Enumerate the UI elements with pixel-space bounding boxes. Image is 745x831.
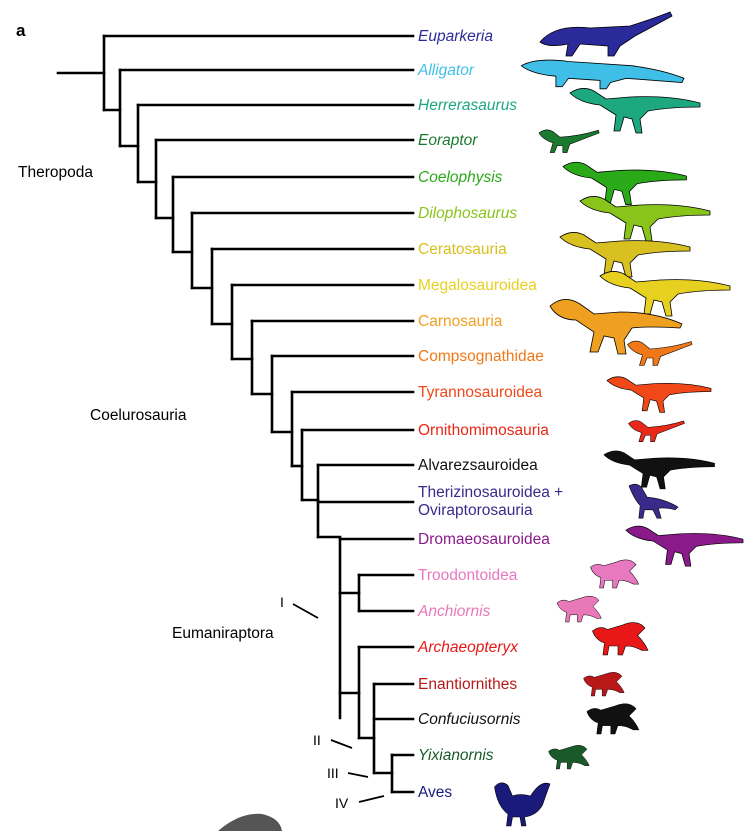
dromaeosauroidea-silhouette <box>626 526 743 566</box>
taxon-label: Herrerasaurus <box>418 97 517 114</box>
taxon-label: Anchiornis <box>417 603 491 620</box>
silhouettes <box>495 12 744 826</box>
yixianornis-silhouette <box>549 745 590 769</box>
eoraptor-silhouette <box>539 130 599 153</box>
node-pointer-i <box>293 604 318 618</box>
taxon-label: Tyrannosauroidea <box>418 384 542 401</box>
node-label-iv: IV <box>335 795 349 811</box>
node-pointer-iii <box>348 773 368 777</box>
taxon-label: Troodontoidea <box>418 567 518 584</box>
taxon-label: Alvarezsauroidea <box>418 457 538 474</box>
dilophosaurus-silhouette <box>580 196 710 241</box>
taxon-label: Eoraptor <box>418 132 478 149</box>
taxon-label: Yixianornis <box>418 747 494 764</box>
therizinosauroidea-silhouette <box>629 484 678 518</box>
taxon-label: Dromaeosauroidea <box>418 531 550 548</box>
panel-label: a <box>16 21 26 40</box>
tyrannosauroidea-silhouette <box>607 377 711 413</box>
compsognathidae-silhouette <box>628 341 693 365</box>
taxon-label: Dilophosaurus <box>418 205 517 222</box>
carnosauria-silhouette <box>550 299 682 354</box>
anchiornis-silhouette <box>557 596 601 622</box>
node-pointer-ii <box>331 740 352 748</box>
taxon-label: Therizinosauroidea + <box>418 484 563 501</box>
troodontoidea-silhouette <box>591 560 639 588</box>
node-label-ii: II <box>313 732 321 748</box>
taxon-label: Confuciusornis <box>418 711 521 728</box>
taxon-label: Compsognathidae <box>418 348 544 365</box>
taxon-label-line2: Oviraptorosauria <box>418 502 533 519</box>
taxon-label: Carnosauria <box>418 313 503 330</box>
taxon-label: Ornithomimosauria <box>418 422 549 439</box>
alligator-silhouette <box>521 60 684 89</box>
taxon-label: Alligator <box>417 62 475 79</box>
clade-label-coelurosauria: Coelurosauria <box>90 407 187 424</box>
node-label-iii: III <box>327 765 339 781</box>
taxon-label: Megalosauroidea <box>418 277 537 294</box>
taxon-label: Enantiornithes <box>418 676 517 693</box>
archaeopteryx-silhouette <box>593 623 649 655</box>
taxon-label: Euparkeria <box>418 28 493 45</box>
euparkeria-silhouette <box>540 12 672 56</box>
rock-fragment <box>218 814 282 831</box>
taxon-label: Ceratosauria <box>418 241 507 258</box>
coelophysis-silhouette <box>563 162 687 204</box>
clade-label-theropoda: Theropoda <box>18 164 93 181</box>
aves-silhouette <box>495 783 551 826</box>
megalosauroidea-silhouette <box>600 271 730 316</box>
taxon-label: Aves <box>418 784 452 801</box>
enantiornithes-silhouette <box>584 672 625 696</box>
alvarezsauroidea-silhouette <box>604 451 715 489</box>
taxon-label: Archaeopteryx <box>417 639 519 656</box>
ornithomimosauria-silhouette <box>629 421 685 442</box>
taxon-label: Coelophysis <box>418 169 503 186</box>
taxon-labels: EuparkeriaAlligatorHerrerasaurusEoraptor… <box>417 28 563 801</box>
clade-label-eumaniraptora: Eumaniraptora <box>172 625 274 642</box>
confuciusornis-silhouette <box>587 704 639 734</box>
herrerasaurus-silhouette <box>570 88 700 133</box>
node-label-i: I <box>280 594 284 610</box>
node-pointer-iv <box>359 796 384 802</box>
